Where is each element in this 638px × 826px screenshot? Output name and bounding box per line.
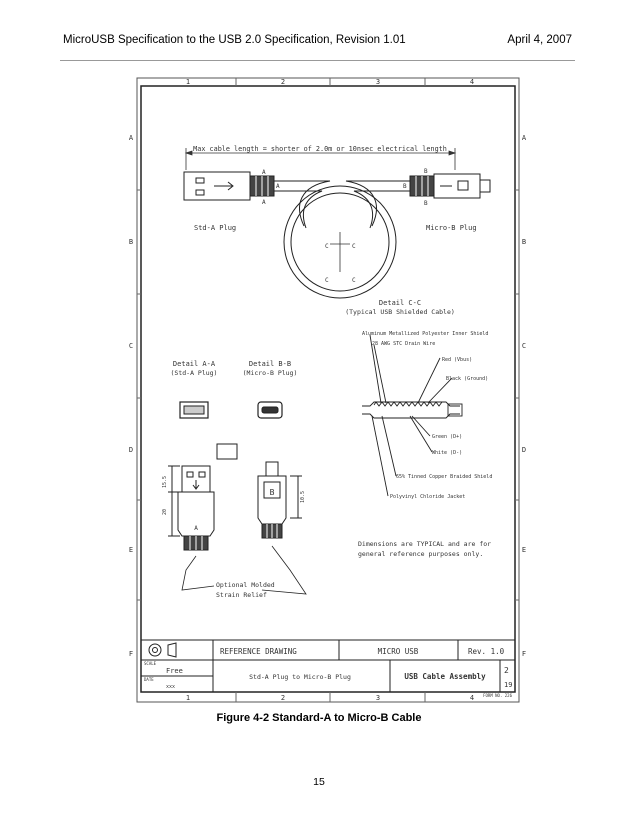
row-label: A [522,134,527,142]
row-label: E [129,546,133,554]
micro-b-plug-side [257,461,302,539]
col-label: 2 [281,694,285,702]
plug-end-views [179,401,283,460]
callout-black-ground: Black (Ground) [446,376,488,382]
row-label: E [522,546,526,554]
strain-relief-leaders [181,545,307,595]
callout-braided-shield: 65% Tinned Copper Braided Shield [396,474,492,480]
header-title: MicroUSB Specification to the USB 2.0 Sp… [63,34,406,46]
inner-border [140,85,516,693]
title-block-scale-label: SCALE [144,661,157,666]
title-block-scale-value: Free [166,667,183,675]
col-label: 3 [376,694,380,702]
max-length-dimension [184,148,457,170]
header-date: April 4, 2007 [507,34,572,46]
section-b-mark: B [403,183,407,190]
section-b-mark: B [424,200,428,207]
col-label: 1 [186,694,190,702]
title-block-reference: REFERENCE DRAWING [220,647,297,656]
title-block-description: Std-A Plug to Micro-B Plug [249,673,351,681]
title-block-title: USB Cable Assembly [404,672,486,681]
callout-pvc-jacket: Polyvinyl Chloride Jacket [390,494,465,500]
cable [274,180,410,299]
row-label: D [129,446,133,454]
row-label: F [129,650,133,658]
row-label: F [522,650,526,658]
title-block-project: MICRO USB [378,647,419,656]
std-a-plug [183,171,275,201]
std-a-plug-side [168,465,215,551]
figure-caption: Figure 4-2 Standard-A to Micro-B Cable [216,712,422,724]
title-block-date-value: xxx [166,684,175,690]
detail-aa-title: Detail A-A [173,360,216,368]
row-label: D [522,446,526,454]
micro-b-plug-label: Micro-B Plug [426,224,477,232]
header-rule [60,60,575,61]
dim-15: 15.5 [162,476,168,488]
section-a-mark: A [276,183,280,190]
dim-10: 10.5 [300,491,306,503]
title-block-of: 19 [504,681,512,689]
row-label: C [522,342,526,350]
title-block [141,639,515,692]
detail-bb-title: Detail B-B [249,360,291,368]
row-label: A [129,134,134,142]
col-label: 2 [281,78,285,86]
title-block-sheet: 2 [504,666,509,675]
section-c-mark: C [325,243,329,250]
section-c-mark [330,232,350,272]
typical-note: general reference purposes only. [358,550,483,558]
detail-cc-subtitle: (Typical USB Shielded Cable) [345,308,455,316]
callout-drain-wire: 28 AWG STC Drain Wire [372,341,435,347]
col-label: 1 [186,78,190,86]
section-c-mark: C [352,277,356,284]
title-block-rev: Rev. 1.0 [468,647,505,656]
detail-bb-subtitle: (Micro-B Plug) [243,369,298,377]
section-c-mark: C [325,277,329,284]
plug-a-letter: A [194,525,198,532]
detail-aa-subtitle: (Std-A Plug) [171,369,218,377]
row-label: C [129,342,133,350]
title-block-date-label: DATE [144,677,154,682]
col-label: 3 [376,78,380,86]
callout-inner-shield: Aluminum Metallized Polyester Inner Shie… [362,331,488,337]
page-number: 15 [313,776,325,788]
section-a-mark: A [262,199,266,206]
detail-cc-title: Detail C-C [379,299,421,307]
section-a-mark: A [262,169,266,176]
dim-20: 20 [162,509,168,515]
std-a-plug-label: Std-A Plug [194,224,236,232]
col-label: 4 [470,694,474,702]
callout-green-dplus: Green (D+) [432,434,462,440]
typical-note: Dimensions are TYPICAL and are for [358,540,491,548]
strain-relief-label: Optional Molded [216,581,275,589]
row-label: B [522,238,526,246]
col-label: 4 [470,78,474,86]
callout-red-vbus: Red (Vbus) [442,357,472,363]
max-length-note: Max cable length = shorter of 2.0m or 10… [193,145,447,153]
section-c-mark: C [352,243,356,250]
row-label: B [129,238,133,246]
outer-frame [136,77,520,703]
cable-cross-section [362,334,463,497]
plug-b-letter: B [270,488,275,497]
zone-ticks [137,78,519,702]
callout-white-dminus: White (D-) [432,450,462,456]
micro-b-plug [409,173,491,199]
title-block-form-no: FORM NO. 226 [483,693,512,698]
section-b-mark: B [424,168,428,175]
strain-relief-label: Strain Relief [216,591,267,599]
